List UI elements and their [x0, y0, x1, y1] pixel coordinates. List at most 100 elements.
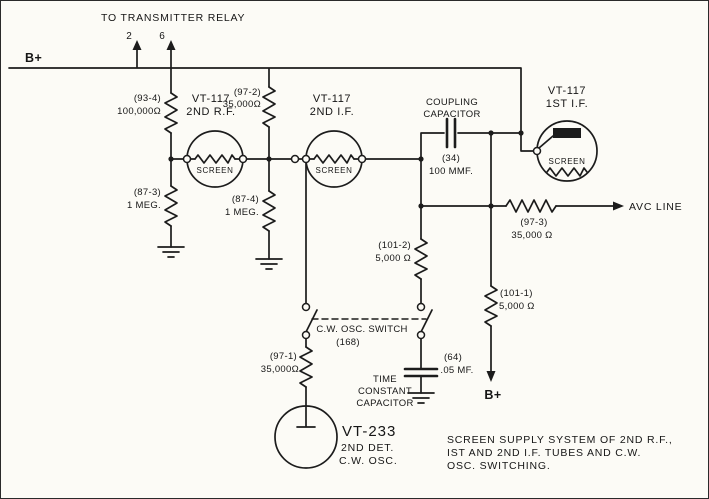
up-arrow-icon [132, 40, 142, 50]
resistor-87-3-ref: (87-3) [134, 187, 161, 198]
resistor-body [484, 285, 498, 327]
resistor-101-1-value: 5,000 Ω [499, 301, 535, 312]
resistor-97-3-ref: (97-3) [520, 217, 547, 228]
caption-line-3: OSC. SWITCHING. [447, 460, 551, 472]
junction-dots [168, 130, 524, 209]
tube-screen-label: SCREEN [197, 166, 234, 175]
capacitor-plates [445, 117, 457, 149]
tube-pin [357, 154, 367, 164]
resistor-body [299, 346, 313, 388]
right-arrow-icon [613, 201, 624, 211]
resistor-97-2-value: 35,000Ω [223, 99, 261, 110]
terminal-6-label: 6 [159, 31, 165, 42]
tube-role: 2ND I.F. [310, 106, 355, 118]
junction [168, 156, 174, 162]
up-arrow-icon [166, 40, 176, 50]
tube-name: VT-117 [192, 93, 230, 105]
ground-icon [255, 258, 283, 270]
terminal-pins [182, 146, 542, 340]
resistor-87-3: (87-3) 1 MEG. [127, 185, 178, 227]
tube-pin [290, 154, 300, 164]
resistor-body [164, 92, 178, 134]
switch-levers [305, 309, 433, 333]
tube-role-2: C.W. OSC. [339, 455, 398, 467]
junction [418, 203, 424, 209]
screen-grid-element [194, 154, 236, 164]
resistor-87-4-ref: (87-4) [232, 194, 259, 205]
tube-leads [538, 135, 554, 149]
switch-contact [416, 330, 426, 340]
screen-grid-element [313, 154, 355, 164]
cw-osc-switch: C.W. OSC. SWITCH (168) [305, 309, 433, 348]
time-constant-capacitor: (64) .05 MF. TIME CONSTANT CAPACITOR [356, 352, 473, 409]
resistor-101-2-ref: (101-2) [378, 240, 411, 251]
resistor-87-3-value: 1 MEG. [127, 200, 161, 211]
cw-osc-switch-ref: (168) [336, 337, 360, 348]
resistor-97-2: (97-2) 35,000Ω [223, 86, 276, 128]
tube-vt233-det-osc: VT-233 2ND DET. C.W. OSC. [274, 405, 398, 469]
time-constant-name-1: TIME [373, 374, 397, 385]
tube-pin [532, 146, 542, 156]
tube-vt117-2nd-rf: SCREEN VT-117 2ND R.F. [186, 93, 244, 188]
figure-caption: SCREEN SUPPLY SYSTEM OF 2ND R.F., IST AN… [447, 434, 673, 472]
resistor-97-2-ref: (97-2) [234, 87, 261, 98]
coupling-capacitor: COUPLING CAPACITOR (34) 100 MMF. [423, 97, 480, 177]
switch-contact [301, 302, 311, 312]
down-arrow-icon [486, 371, 496, 382]
resistor-body [164, 185, 178, 227]
resistor-97-3-value: 35,000 Ω [511, 230, 552, 241]
relay-label: TO TRANSMITTER RELAY [101, 12, 245, 24]
cw-osc-switch-label: C.W. OSC. SWITCH [316, 324, 407, 335]
resistor-body [262, 190, 276, 232]
tube-screen-label: SCREEN [316, 166, 353, 175]
avc-line: AVC LINE [613, 201, 682, 213]
tube-vt117-1st-if: SCREEN VT-117 1ST I.F. [536, 85, 598, 182]
tube-vt117-2nd-if: SCREEN VT-117 2ND I.F. [305, 93, 363, 188]
plate-element [553, 128, 581, 138]
time-constant-capacitor-value: .05 MF. [440, 365, 473, 376]
resistor-body [262, 86, 276, 128]
tube-envelope [274, 405, 338, 469]
tube-pin [238, 154, 248, 164]
tube-name: VT-117 [313, 93, 351, 105]
junction [266, 156, 272, 162]
transmitter-relay-feed: 2 6 TO TRANSMITTER RELAY B+ [25, 12, 245, 65]
junction [418, 156, 424, 162]
terminal-2-label: 2 [126, 31, 132, 42]
capacitor-plates [403, 367, 439, 378]
coupling-capacitor-name-2: CAPACITOR [423, 109, 480, 120]
tube-screen-label: SCREEN [549, 157, 586, 166]
resistor-body [505, 199, 557, 213]
resistor-101-2-value: 5,000 Ω [375, 253, 411, 264]
tube-role: 1ST I.F. [546, 98, 589, 110]
time-constant-name-2: CONSTANT [358, 386, 412, 397]
junction [488, 203, 494, 209]
b-plus-bottom-feed: B+ [484, 371, 501, 402]
resistor-97-1: (97-1) 35,000Ω [261, 346, 313, 388]
resistor-101-2: (101-2) 5,000 Ω [375, 238, 428, 280]
time-constant-name-3: CAPACITOR [356, 398, 413, 409]
switch-contact [301, 330, 311, 340]
coupling-capacitor-value: 100 MMF. [429, 166, 473, 177]
tube-electrode [296, 406, 316, 428]
resistor-87-4-value: 1 MEG. [225, 207, 259, 218]
junction [488, 130, 494, 136]
coupling-capacitor-name-1: COUPLING [426, 97, 478, 108]
time-constant-capacitor-ref: (64) [444, 352, 462, 363]
b-plus-top-label: B+ [25, 51, 42, 65]
ground-icon [157, 246, 185, 258]
b-plus-bottom-label: B+ [484, 388, 501, 402]
resistor-body [414, 238, 428, 280]
resistor-101-1-ref: (101-1) [500, 288, 533, 299]
tube-pin [182, 154, 192, 164]
caption-line-2: IST AND 2ND I.F. TUBES AND C.W. [447, 447, 641, 459]
resistor-93-4-value: 100,000Ω [117, 106, 161, 117]
resistor-93-4: (93-4) 100,000Ω [117, 92, 178, 134]
avc-line-label: AVC LINE [629, 201, 682, 213]
resistor-93-4-ref: (93-4) [134, 93, 161, 104]
caption-line-1: SCREEN SUPPLY SYSTEM OF 2ND R.F., [447, 434, 673, 446]
screen-grid-element [546, 167, 588, 177]
resistor-87-4: (87-4) 1 MEG. [225, 190, 276, 232]
